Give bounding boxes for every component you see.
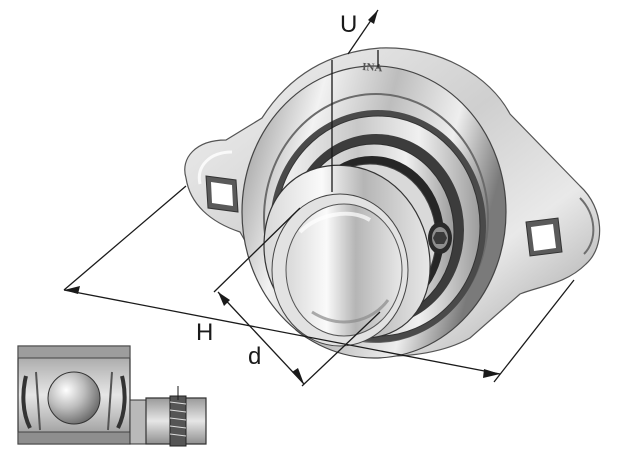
dimension-label-d: d: [248, 343, 261, 370]
h-extension-line-left: [63, 185, 187, 291]
dimension-label-u: U: [340, 11, 357, 38]
inner-ring: [263, 164, 431, 347]
cross-section-inset: [17, 345, 207, 447]
u-arrowhead: [368, 10, 378, 24]
h-dimension-line: [63, 289, 501, 375]
h-arrowhead-left: [64, 286, 80, 294]
dimension-label-h: H: [196, 319, 213, 346]
ball-section: [47, 371, 101, 425]
d-dimension-line: [217, 291, 305, 385]
h-extension-line-right: [493, 279, 575, 383]
d-arrowhead-top: [218, 292, 230, 306]
d-arrowhead-bottom: [292, 368, 304, 384]
grub-screw: [428, 222, 452, 254]
mounting-hole-left: [205, 175, 239, 213]
mounting-hole-right: [525, 217, 563, 257]
d-extension-line-bottom: [301, 311, 381, 387]
brand-label: INA: [362, 61, 383, 74]
d-extension-line-top: [213, 207, 301, 293]
dimension-lines: [63, 9, 575, 387]
h-arrowhead-right: [483, 369, 500, 378]
